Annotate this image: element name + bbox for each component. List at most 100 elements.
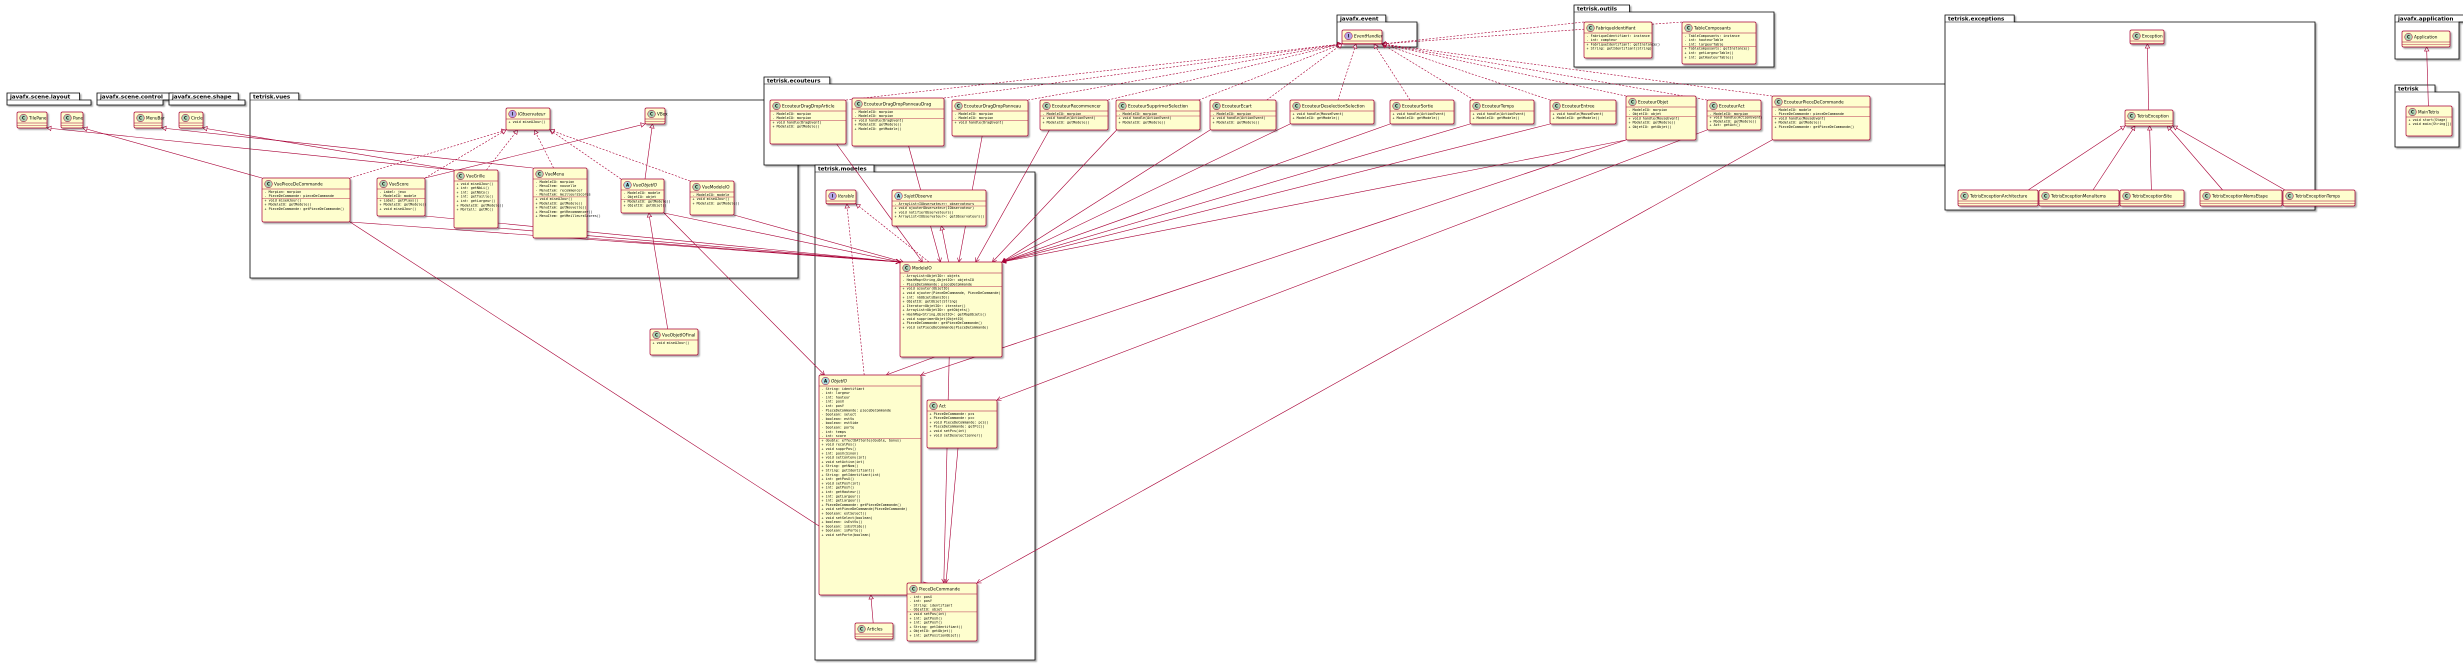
class-member: + void handle(DragEvent) <box>773 120 822 124</box>
class-name: MenuBar <box>146 116 165 121</box>
relation-EcouteurPieceDeCommande-PieceDeCommande <box>976 139 1773 584</box>
class-member: + ArrayList<IObservateur>: getObservateu… <box>895 215 985 219</box>
class-marker-icon <box>2285 191 2294 201</box>
class-kind-letter: C <box>650 111 653 116</box>
class-member: - boolean: porte <box>822 426 855 430</box>
class-name: PieceDeCommande <box>919 587 960 592</box>
class-member: - int: score <box>822 434 847 438</box>
class-marker-icon <box>1586 23 1595 33</box>
class-marker-icon <box>1212 101 1221 111</box>
class-member: + String: getIdentifiant(int) <box>822 473 881 477</box>
class-member: + void main(String[]) <box>2409 122 2452 126</box>
class-marker-icon <box>136 113 145 123</box>
class-member: + FabriqueIdentifiant: getInstance() <box>1587 42 1661 46</box>
class-member: + String: getIdentifiant() <box>910 625 963 629</box>
class-member: + int: getLargeurTable() <box>1685 51 1734 55</box>
class-member: - PieceDeCommande: pieceDeCommande <box>1775 112 1844 116</box>
class-member: - boolean: select <box>822 413 857 417</box>
class-member: + String: getIdentifiant(String) <box>1587 47 1652 51</box>
class-member: + int: getHauteur() <box>822 490 861 494</box>
class-member: + MenuItem: getMeilleursScores() <box>536 214 601 218</box>
class-name: Pane <box>73 116 84 121</box>
class-kind-letter: C <box>2205 193 2208 198</box>
class-member: - ObjetIO: objet <box>1629 112 1662 116</box>
class-name: VueScore <box>389 182 409 187</box>
class-name: EcouteurObjet <box>1638 100 1668 105</box>
class-member: + String: getNom() <box>822 464 859 468</box>
class-member: + int: getNbLi() <box>457 186 490 190</box>
class-member: - TableComposants: instance <box>1685 34 1740 38</box>
class-name: Act <box>939 404 946 409</box>
package-title: tetrisk.ecouteurs <box>767 79 821 85</box>
class-member: + void handle(DragEvent) <box>855 118 904 122</box>
relation-VueScore-VBox <box>424 122 646 179</box>
class-member: - HashMap<String,ObjetIO>: objetsIO <box>903 278 974 282</box>
class-member: + void handle(MouseEvent) <box>1293 112 1344 116</box>
class-member: + void notifierObservateurs() <box>895 210 954 214</box>
class-marker-icon <box>1118 101 1127 111</box>
class-marker-icon <box>1392 101 1401 111</box>
class-member: + int: getPositionObjet() <box>910 634 961 638</box>
class-kind-letter: C <box>1475 103 1478 108</box>
class-member: + void miseAJour() <box>380 207 417 211</box>
class-member: - ModeleIO: morpion <box>1043 112 1082 116</box>
class-kind-letter: C <box>2044 193 2047 198</box>
class-kind-letter: C <box>2288 193 2291 198</box>
class-member: - MenuItem: recommencer <box>536 188 583 192</box>
class-kind-letter: C <box>2135 33 2138 38</box>
class-marker-icon <box>2408 107 2417 117</box>
class-member: + PieceDeCommande: getPieceDeCommande() <box>903 321 983 325</box>
class-marker-icon <box>264 179 273 189</box>
class-marker-icon <box>1709 101 1718 111</box>
class-member: + ObjetIO: getObjet() <box>910 629 953 633</box>
interface-marker-icon <box>1344 31 1353 41</box>
relation-VueGrille-TilePane <box>46 125 455 171</box>
